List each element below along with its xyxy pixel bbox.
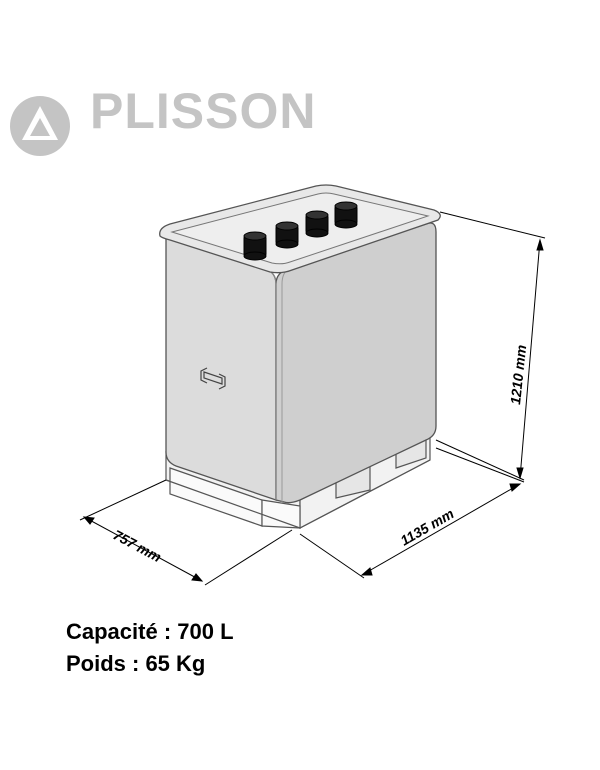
dimension-height	[435, 211, 546, 481]
dimension-width	[299, 447, 525, 579]
specs: Capacité : 700 L Poids : 65 Kg	[66, 616, 234, 680]
plisson-logo-icon	[10, 96, 70, 156]
tank-front-face	[165, 235, 277, 501]
weight-text: Poids : 65 Kg	[66, 651, 206, 676]
port-4	[334, 201, 358, 229]
port-3	[305, 210, 329, 238]
pallet	[165, 433, 431, 529]
brand-name: PLISSON	[90, 83, 317, 139]
dimension-depth-label: 757 mm	[111, 527, 165, 566]
port-1	[243, 231, 267, 261]
capacity-text: Capacité : 700 L	[66, 619, 234, 644]
dimension-depth	[79, 479, 293, 586]
dimension-width-label: 1135 mm	[398, 505, 457, 548]
handle-icon	[200, 367, 226, 390]
dimension-height-label: 1210 mm	[507, 344, 529, 405]
tank-ports	[243, 201, 358, 261]
port-2	[275, 221, 299, 249]
